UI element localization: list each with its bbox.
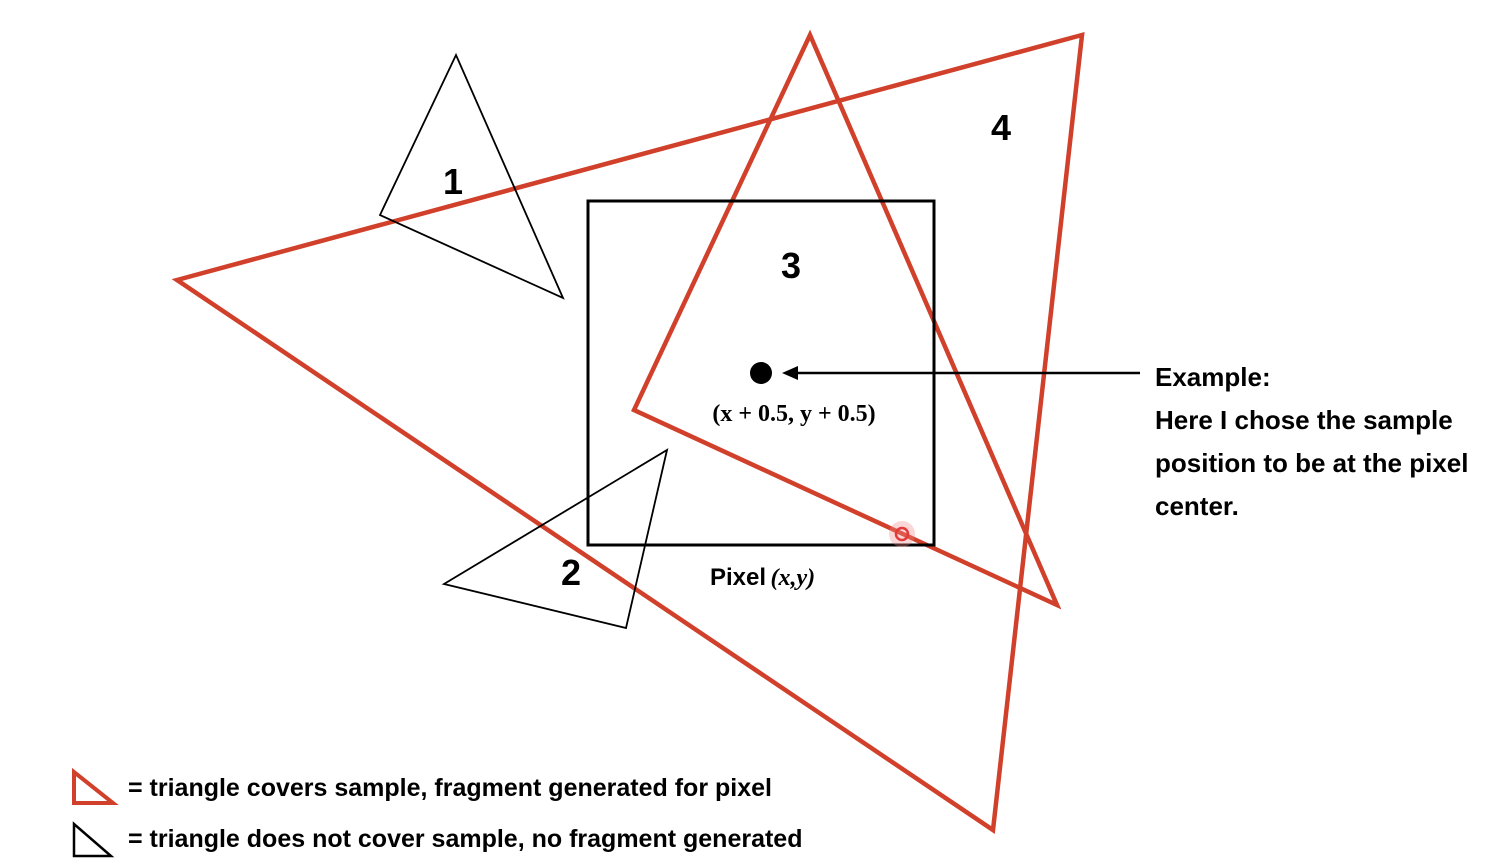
pixel-label-prefix: Pixel [710, 564, 766, 591]
cursor-indicator-icon [889, 521, 915, 547]
triangle-3-label: 3 [781, 245, 801, 286]
legend: = triangle covers sample, fragment gener… [72, 767, 802, 858]
annotation-line-2: position to be at the pixel [1155, 448, 1468, 478]
annotation-title: Example: [1155, 362, 1271, 392]
black-triangle-icon [72, 821, 115, 858]
pixel-label-coords: (x,y) [771, 565, 816, 591]
triangle-1-label: 1 [443, 161, 463, 202]
pixel-label: Pixel (x,y) [710, 564, 815, 591]
triangle-4-label: 4 [991, 107, 1011, 148]
triangle-1 [378, 52, 565, 300]
annotation-line-1: Here I chose the sample [1155, 405, 1453, 435]
legend-item-covers: = triangle covers sample, fragment gener… [72, 767, 772, 805]
legend-covers-text: = triangle covers sample, fragment gener… [128, 774, 772, 802]
triangle-2-label: 2 [561, 552, 581, 593]
legend-not-covers-text: = triangle does not cover sample, no fra… [128, 825, 802, 853]
sample-point [750, 362, 772, 384]
sample-coordinate-label: (x + 0.5, y + 0.5) [712, 401, 875, 427]
red-triangle-icon [72, 767, 119, 805]
annotation-line-3: center. [1155, 491, 1239, 521]
arrow-head-icon [782, 366, 798, 380]
triangle-2 [441, 448, 669, 630]
legend-item-not-covers: = triangle does not cover sample, no fra… [72, 821, 802, 858]
triangle-4 [171, 31, 1085, 834]
